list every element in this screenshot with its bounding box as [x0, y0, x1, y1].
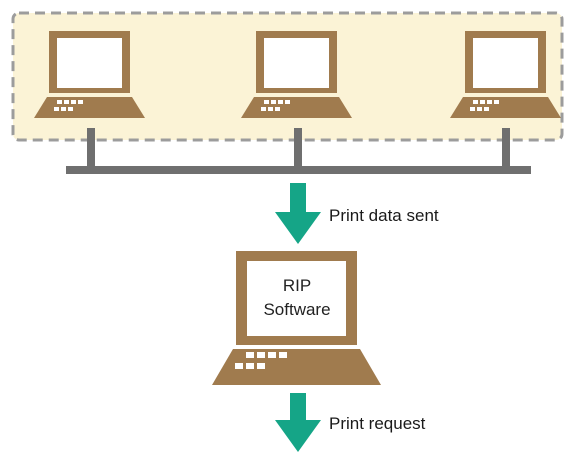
network-drop-3	[502, 128, 510, 168]
client-computer-2-icon	[241, 31, 352, 118]
network-drop-1	[87, 128, 95, 168]
print-request-arrow	[275, 393, 321, 452]
rip-screen-line1: RIP	[283, 276, 311, 295]
print-data-arrow	[275, 183, 321, 244]
client-computer-1-icon	[34, 31, 145, 118]
network-bus	[66, 128, 531, 174]
print-data-label: Print data sent	[329, 206, 439, 225]
rip-screen-line2: Software	[263, 300, 330, 319]
print-request-label: Print request	[329, 414, 426, 433]
client-computer-3-icon	[450, 31, 561, 118]
network-line	[66, 166, 531, 174]
rip-server-computer-icon: RIP Software	[212, 251, 381, 385]
network-drop-2	[294, 128, 302, 168]
